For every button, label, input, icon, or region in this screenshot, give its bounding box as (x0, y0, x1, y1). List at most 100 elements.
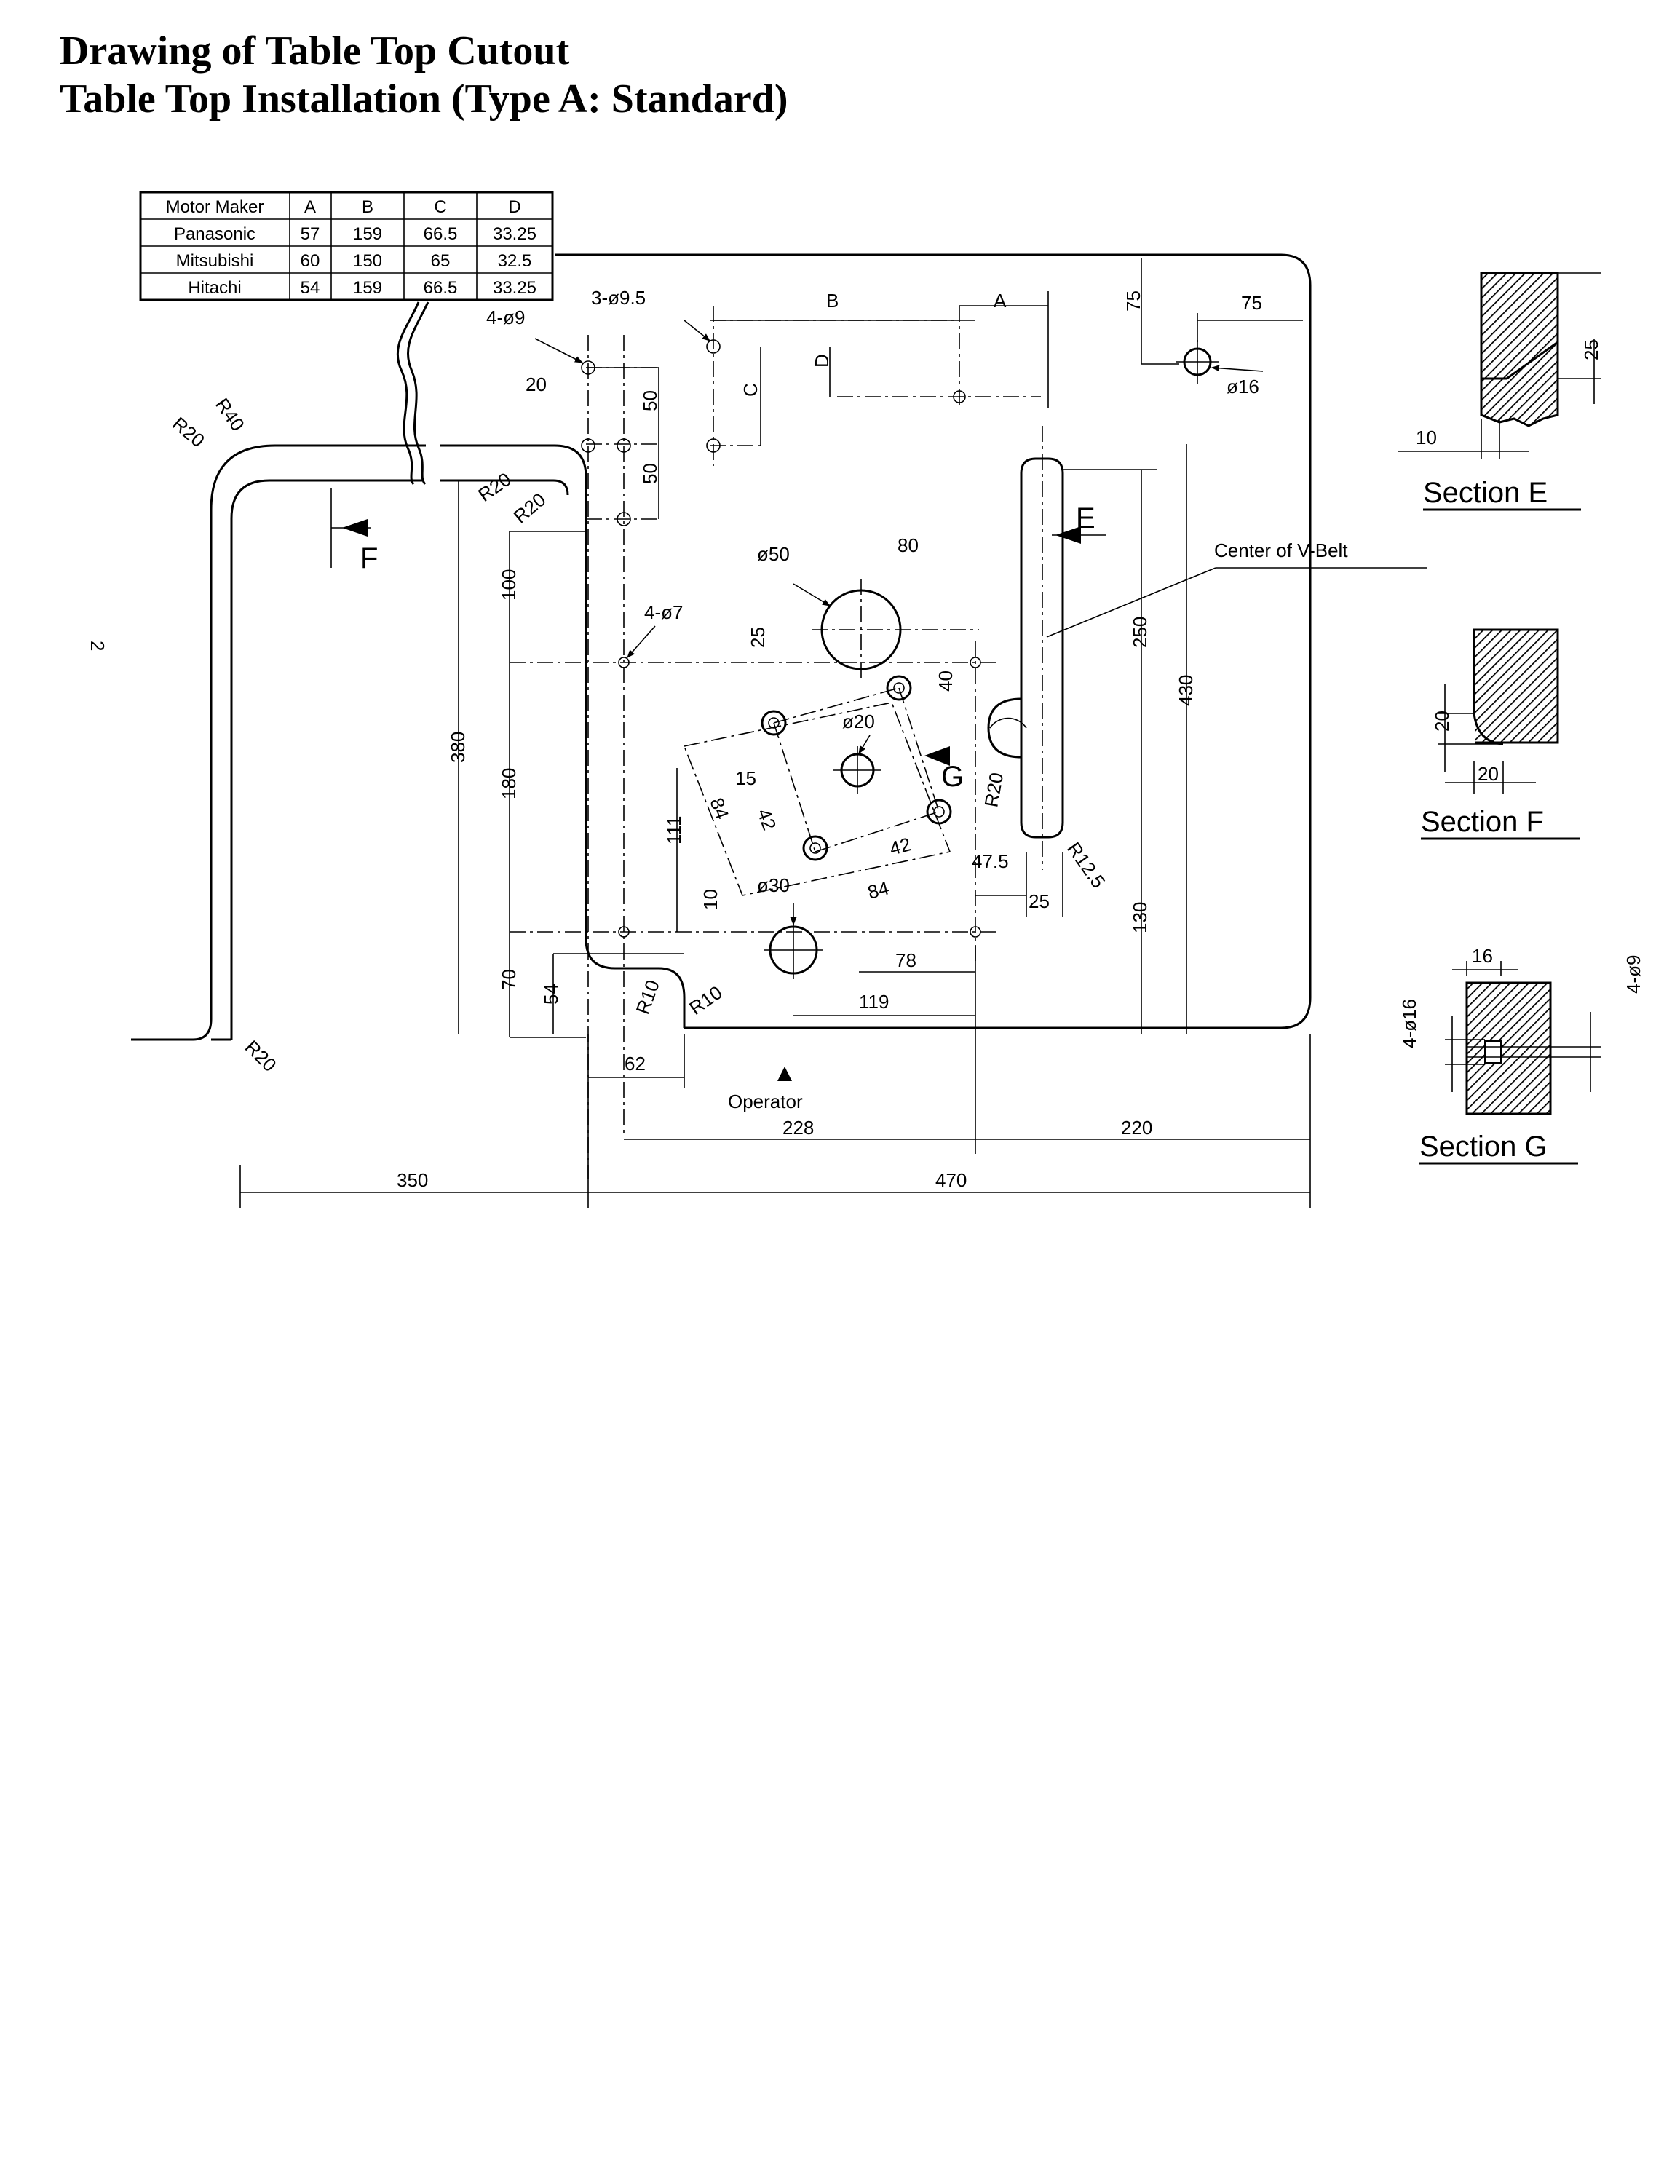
hole-9-c (617, 438, 631, 453)
label-letter-c: C (740, 383, 761, 397)
dim-119: 119 (859, 991, 889, 1013)
table-cell: Panasonic (174, 224, 255, 244)
dim-20-top: 20 (526, 373, 547, 395)
dim-47-5: 47.5 (972, 850, 1009, 872)
section-g-title: Section G (1419, 1131, 1548, 1163)
table-cell: 66.5 (424, 224, 458, 244)
dim-470: 470 (935, 1169, 967, 1191)
dim-r10-a: R10 (631, 977, 664, 1017)
dim-430: 430 (1175, 675, 1197, 706)
section-e-title: Section E (1423, 477, 1548, 509)
motor-maker-table: Motor Maker A B C D Panasonic 57 159 66.… (139, 191, 554, 301)
dim-250: 250 (1129, 617, 1151, 648)
label-arrow-g: G (941, 761, 964, 793)
motor-bolt-4 (926, 799, 952, 825)
dim-10: 10 (700, 889, 721, 910)
dim-70: 70 (498, 969, 520, 990)
dim-r40: R40 (211, 394, 249, 435)
table-cell: 54 (301, 278, 320, 298)
hole-7-c (618, 926, 630, 938)
table-cell: 57 (301, 224, 320, 244)
hole-7-b (970, 657, 981, 668)
section-e-dim-10: 10 (1416, 427, 1437, 448)
dim-54: 54 (540, 984, 562, 1005)
label-hole-16: ø16 (1227, 376, 1259, 397)
label-arrow-f: F (360, 542, 378, 574)
page-marker: 2 (87, 641, 108, 651)
dimension-lines (239, 258, 1427, 1208)
dim-50-b: 50 (639, 463, 661, 484)
dim-180: 180 (498, 768, 520, 799)
section-f: 20 20 Section F (1421, 628, 1580, 840)
table-header-d: D (508, 197, 520, 217)
label-letter-b: B (826, 290, 839, 312)
section-g-holes-9: 4-ø9 (1622, 955, 1644, 994)
dim-r20-a: R20 (474, 468, 515, 506)
table-cell: 32.5 (498, 251, 532, 271)
section-g-holes-16: 4-ø16 (1398, 999, 1420, 1048)
dim-r20-b: R20 (510, 488, 550, 528)
label-arrow-e: E (1076, 502, 1095, 534)
dim-380: 380 (447, 732, 469, 763)
label-hole-20: ø20 (842, 711, 875, 732)
dim-228: 228 (782, 1117, 814, 1139)
dim-111: 111 (663, 815, 685, 844)
label-operator: Operator (728, 1091, 803, 1112)
table-cell: 66.5 (424, 278, 458, 298)
dim-130: 130 (1129, 902, 1151, 933)
dim-r20-mid: R20 (980, 771, 1007, 809)
section-f-dim-20-v: 20 (1431, 711, 1453, 732)
motor-bolt-2 (886, 675, 912, 701)
dim-25-h: 25 (1029, 890, 1050, 912)
table-cell: 33.25 (493, 224, 536, 244)
hole-9-5-c (953, 390, 966, 403)
hole-pattern (510, 306, 1219, 1179)
label-letter-a: A (994, 290, 1007, 312)
hole-9-5-b (706, 438, 721, 453)
drawing-title-line-2: Table Top Installation (Type A: Standard… (60, 76, 788, 122)
hole-9-5-a (706, 339, 721, 354)
table-cell: 33.25 (493, 278, 536, 298)
table-cell: Hitachi (188, 278, 241, 298)
label-center-vbelt: Center of V-Belt (1214, 539, 1348, 561)
table-header-a: A (304, 197, 316, 217)
dim-r20-corner: R20 (168, 413, 209, 452)
dim-84-a: 84 (705, 795, 733, 822)
hole-9-d (617, 512, 631, 526)
label-holes-7: 4-ø7 (644, 601, 683, 623)
dim-r10-b: R10 (685, 981, 726, 1019)
dim-15: 15 (735, 767, 756, 789)
dim-62: 62 (625, 1053, 646, 1075)
dim-80: 80 (898, 534, 919, 556)
hole-7-a (618, 657, 630, 668)
motor-bolt-3 (802, 835, 828, 861)
section-e-dim-25: 25 (1580, 339, 1602, 360)
section-g: 16 4-ø9 4-ø16 Section G (1398, 945, 1644, 1165)
section-f-title: Section F (1421, 806, 1544, 838)
dim-350: 350 (397, 1169, 428, 1191)
label-hole-50: ø50 (757, 543, 790, 565)
table-cell: 159 (353, 278, 382, 298)
section-g-dim-16: 16 (1472, 945, 1493, 967)
label-holes-9: 4-ø9 (486, 306, 525, 328)
table-header-maker: Motor Maker (166, 197, 264, 217)
label-hole-30: ø30 (757, 874, 790, 896)
dim-r20-bottom: R20 (241, 1036, 281, 1076)
dim-25-v: 25 (747, 627, 769, 648)
table-cell: Mitsubishi (176, 251, 254, 271)
dim-100: 100 (498, 569, 520, 601)
table-cell: 60 (301, 251, 320, 271)
dim-42-a: 42 (753, 806, 780, 833)
section-e: 25 10 Section E (1398, 272, 1602, 511)
motor-bolt-1 (761, 710, 787, 736)
drawing-title-line-1: Drawing of Table Top Cutout (60, 28, 570, 74)
section-f-dim-20-h: 20 (1478, 763, 1499, 785)
dim-84-b: 84 (865, 877, 892, 903)
dim-75-top: 75 (1122, 290, 1144, 312)
hole-7-d (970, 926, 981, 938)
dim-75-side: 75 (1241, 292, 1262, 314)
table-cell: 159 (353, 224, 382, 244)
dim-78: 78 (895, 949, 916, 971)
dim-220: 220 (1121, 1117, 1152, 1139)
